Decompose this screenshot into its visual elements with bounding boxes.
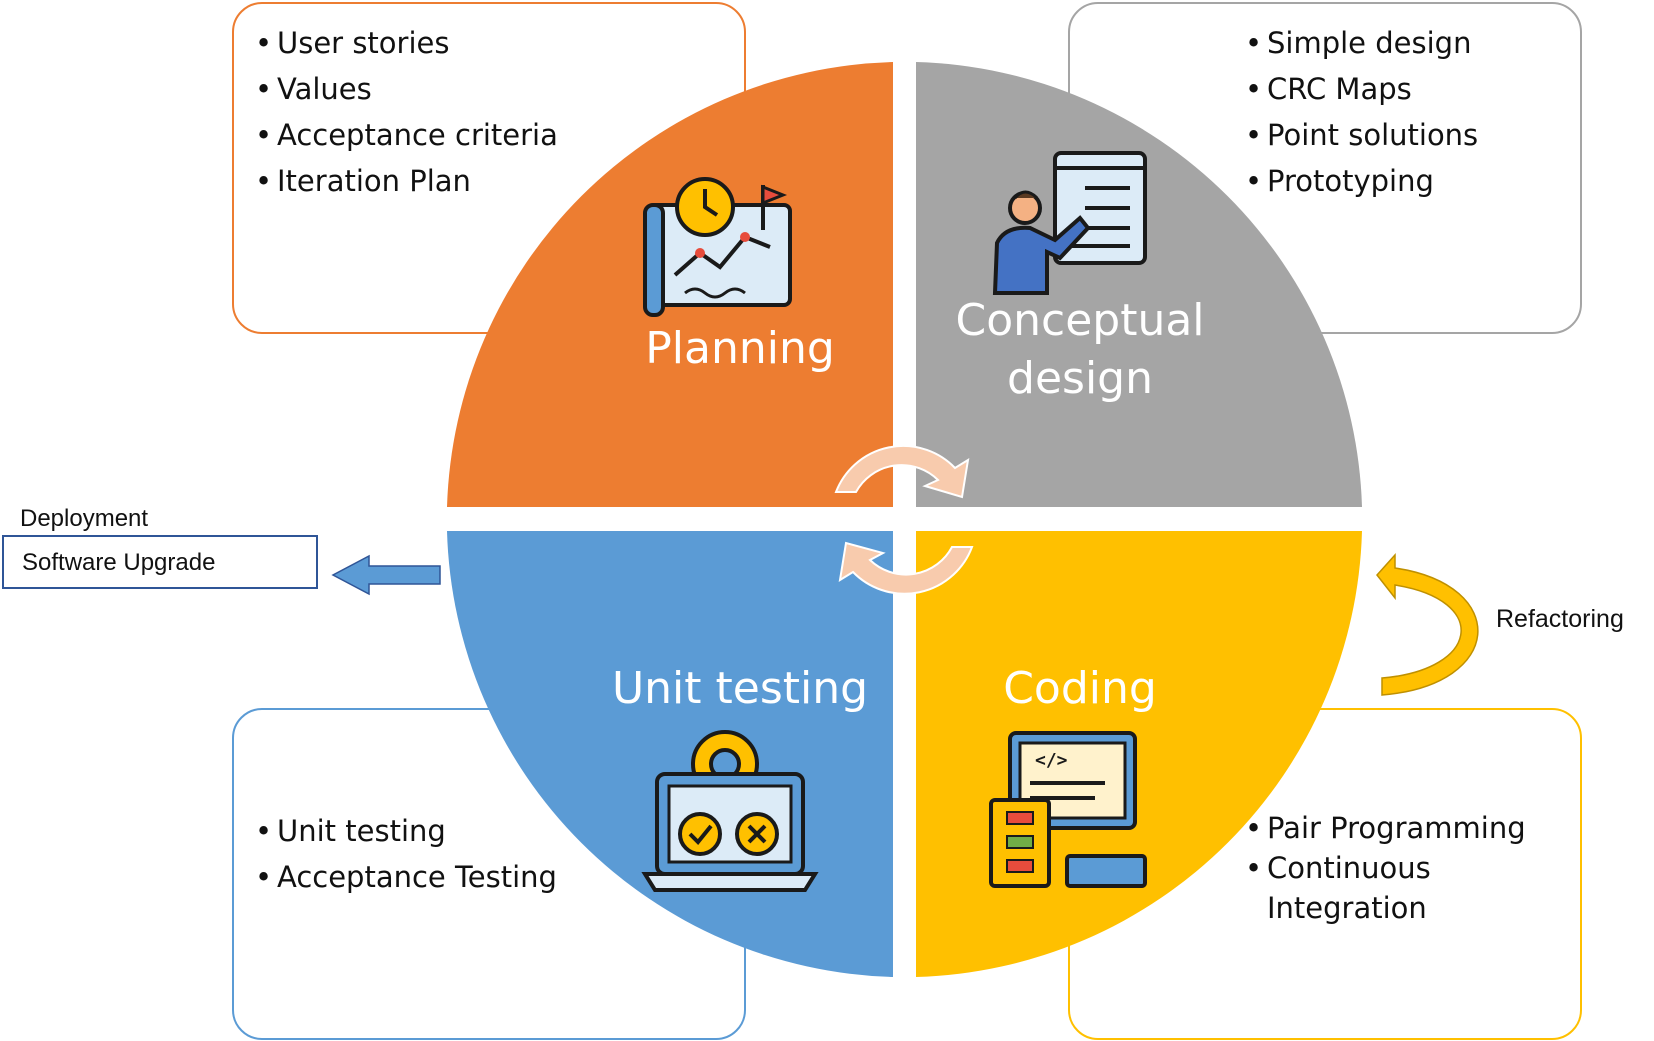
laptop-test-icon (641, 730, 819, 892)
planning-map-icon (643, 177, 792, 317)
software-upgrade-box: Software Upgrade (2, 535, 318, 589)
conceptual-label-line2: design (1007, 353, 1153, 404)
conceptual-list: Simple design CRC Maps Point solutions P… (1245, 20, 1478, 204)
unit-testing-quadrant (447, 531, 893, 977)
cycle-arrow-top-icon (834, 445, 970, 499)
list-item: CRC Maps (1245, 66, 1478, 112)
list-item: Acceptance Testing (255, 854, 557, 900)
refactoring-label: Refactoring (1496, 605, 1624, 633)
unit-testing-label: Unit testing (611, 663, 869, 714)
deployment-title: Deployment (20, 505, 149, 532)
conceptual-design-label: Conceptual design (930, 292, 1230, 408)
presenter-board-icon (992, 151, 1147, 295)
conceptual-quadrant (916, 62, 1362, 507)
list-item: Continuous Integration (1245, 848, 1565, 928)
list-item: Pair Programming (1245, 808, 1565, 848)
deployment-arrow-icon (331, 554, 441, 596)
list-item: Acceptance criteria (255, 112, 558, 158)
cycle-arrow-bottom-icon (838, 541, 974, 595)
list-item: Values (255, 66, 558, 112)
list-item: Simple design (1245, 20, 1478, 66)
list-item: Prototyping (1245, 158, 1478, 204)
list-item: Iteration Plan (255, 158, 558, 204)
coding-label: Coding (1003, 663, 1157, 714)
unit-testing-list: Unit testing Acceptance Testing (255, 808, 557, 900)
coding-list: Pair Programming Continuous Integration (1245, 808, 1565, 928)
software-upgrade-label: Software Upgrade (22, 549, 216, 576)
planning-label: Planning (645, 323, 835, 374)
list-item: User stories (255, 20, 558, 66)
code-monitor-icon: </> (989, 731, 1147, 888)
svg-text:</>: </> (1035, 750, 1068, 771)
conceptual-label-line1: Conceptual (955, 295, 1205, 346)
planning-list: User stories Values Acceptance criteria … (255, 20, 558, 204)
refactoring-arrow-icon (1376, 553, 1479, 696)
list-item: Unit testing (255, 808, 557, 854)
list-item: Point solutions (1245, 112, 1478, 158)
